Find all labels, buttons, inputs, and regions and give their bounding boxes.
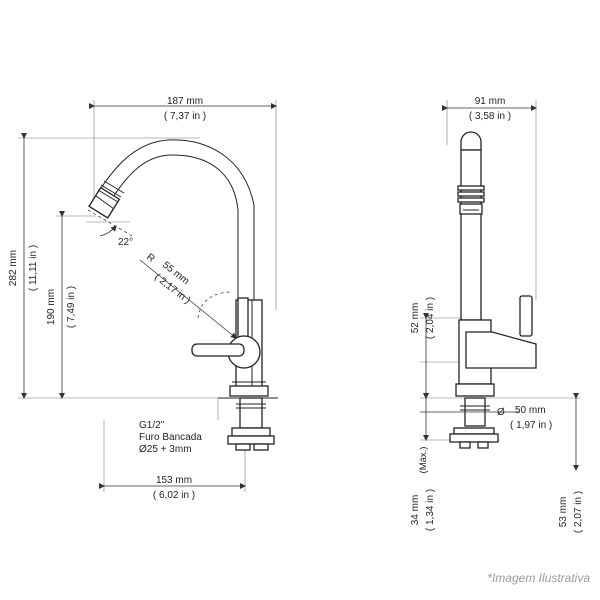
angle-label: 22° bbox=[118, 237, 133, 248]
dim-thread-in: ( 1,34 in ) bbox=[425, 489, 436, 531]
dim-width-top-in: ( 7,37 in ) bbox=[164, 111, 206, 122]
dim-handle-mm: 52 mm bbox=[410, 303, 421, 334]
lever-handle bbox=[191, 343, 245, 357]
dim-height-spout-mm: 190 mm bbox=[46, 289, 57, 325]
diameter-in: ( 1,97 in ) bbox=[510, 420, 552, 431]
dim-height-total-mm: 282 mm bbox=[8, 250, 19, 286]
dim-base-in: ( 2,07 in ) bbox=[573, 491, 584, 533]
lever-side bbox=[519, 295, 533, 337]
dim-height-total-in: ( 11,11 in ) bbox=[28, 245, 39, 291]
radius-prefix: R bbox=[144, 252, 156, 265]
diameter-mm: 50 mm bbox=[515, 405, 546, 416]
connection-hole: Furo Bancada bbox=[139, 432, 202, 443]
faucet-body-side bbox=[455, 295, 537, 397]
connection-thread: G1/2" bbox=[139, 420, 165, 431]
base-left bbox=[218, 397, 278, 451]
watermark-text: *Imagem Ilustrativa bbox=[487, 571, 590, 585]
nozzle bbox=[88, 180, 125, 219]
dim-width-bottom-in: ( 6,02 in ) bbox=[153, 490, 195, 501]
left-view: 187 mm ( 7,37 in ) 282 mm ( 11,11 in ) 1… bbox=[8, 96, 278, 501]
dim-base-mm: 53 mm bbox=[558, 497, 569, 528]
faucet-body-left bbox=[191, 297, 269, 397]
diameter-symbol: Ø bbox=[497, 407, 505, 418]
radius-leader bbox=[139, 259, 237, 339]
dim-thread-max: (Máx.) bbox=[418, 447, 429, 474]
dim-handle-in: ( 2,04 in ) bbox=[425, 297, 436, 339]
base-side bbox=[449, 397, 499, 449]
spout-side bbox=[457, 131, 485, 321]
dim-height-spout-in: ( 7,49 in ) bbox=[66, 286, 77, 328]
dim-width-top-mm: 187 mm bbox=[167, 96, 203, 107]
connection-diameter: Ø25 + 3mm bbox=[139, 444, 192, 455]
dim-width-side-mm: 91 mm bbox=[475, 96, 506, 107]
dim-thread-mm: 34 mm bbox=[410, 495, 421, 526]
right-view: 91 mm ( 3,58 in ) bbox=[410, 96, 584, 533]
dim-width-side-in: ( 3,58 in ) bbox=[469, 111, 511, 122]
spout-outer bbox=[95, 139, 255, 306]
spout-inner bbox=[107, 154, 239, 306]
dim-width-bottom-mm: 153 mm bbox=[156, 475, 192, 486]
